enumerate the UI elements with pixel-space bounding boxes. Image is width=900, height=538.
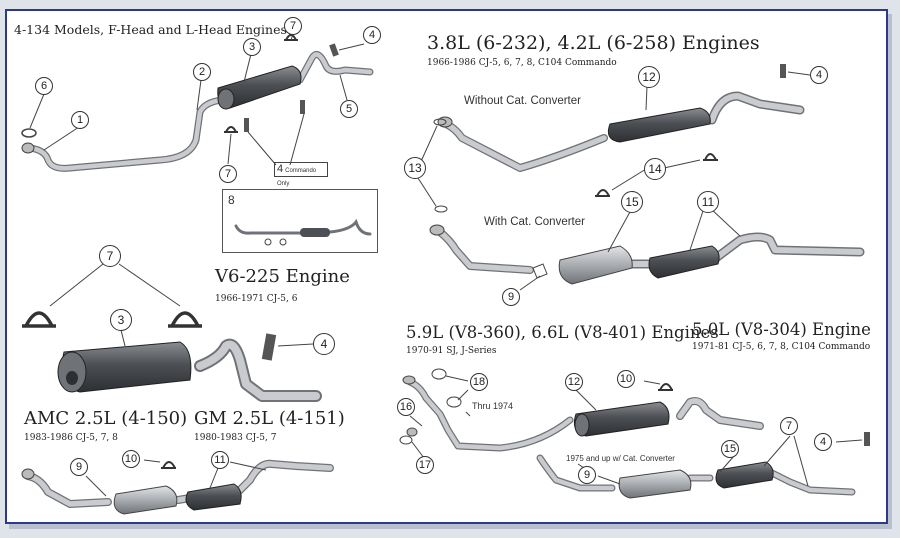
callout-s4-11: 11 <box>211 451 229 469</box>
thru-1974-label: Thru 1974 <box>472 401 514 411</box>
with-cat-label: With Cat. Converter <box>484 216 585 228</box>
s1-hanger-shape <box>329 43 339 57</box>
s4-leader-lines <box>85 459 267 497</box>
s4-flange <box>21 468 35 480</box>
s5-subtitle: 1980-1983 CJ-5, 7 <box>194 433 277 443</box>
s6-title: 5.9L (V8-360), 6.6L (V8-401) Engines <box>406 323 719 342</box>
s2-flange-top <box>437 116 453 128</box>
s6-muffler-top <box>573 401 670 437</box>
callout-s2-9: 9 <box>502 288 520 306</box>
s2-gasket-top <box>433 118 447 126</box>
box4-text: Commando Only <box>277 168 317 187</box>
s4-subtitle: 1983-1986 CJ-5, 7, 8 <box>24 433 118 443</box>
callout-s2-12: 12 <box>638 66 660 88</box>
s3-muffler-shape <box>57 341 192 393</box>
callout-s1-2: 2 <box>193 63 211 81</box>
s1-muffler-shape <box>217 65 302 110</box>
s2-title: 3.8L (6-232), 4.2L (6-258) Engines <box>427 32 760 54</box>
callout-s6-16: 16 <box>397 398 415 416</box>
s4-muffler-shape <box>185 483 242 511</box>
callout-s6-4: 4 <box>814 433 832 451</box>
callout-s3-4: 4 <box>313 333 335 355</box>
s6-clamp <box>658 383 673 391</box>
s1-gasket-shape <box>21 128 37 138</box>
s3-title: V6-225 Engine <box>215 266 350 287</box>
s5-title: GM 2.5L (4-151) <box>194 408 345 429</box>
s6-gasket17 <box>399 435 413 445</box>
callout-s1-4: 4 <box>363 26 381 44</box>
callout-s6-18: 18 <box>470 373 488 391</box>
s1-title: 4-134 Models, F-Head and L-Head Engines <box>14 22 287 37</box>
s2-subtitle: 1966-1986 CJ-5, 6, 7, 8, C104 Commando <box>427 58 617 68</box>
callout-s1-5: 5 <box>340 100 358 118</box>
s6-gasket18b <box>446 396 462 408</box>
s7-subtitle: 1971-81 CJ-5, 6, 7, 8, C104 Commando <box>692 342 871 352</box>
callout-s1-7b: 7 <box>219 165 237 183</box>
s7-title: 5.0L (V8-304) Engine <box>692 320 871 339</box>
s3-clamp-left <box>22 311 56 328</box>
s2-muffler-top-shape <box>607 107 711 143</box>
s2-flange-bot <box>429 224 445 236</box>
callout-s2-13: 13 <box>404 157 426 179</box>
s2-muffler-bottom-shape <box>648 245 720 279</box>
s1-pipes <box>26 50 374 172</box>
s1-box8-mini <box>234 218 372 246</box>
s6-cat <box>618 469 692 499</box>
s2-hanger <box>780 64 786 78</box>
s3-clamp-right <box>168 311 202 328</box>
after-1975-label: 1975 and up w/ Cat. Converter <box>566 454 675 463</box>
s6-muffler-bot <box>715 461 774 489</box>
s1-hanger3-shape <box>244 118 249 132</box>
callout-s2-14: 14 <box>644 158 666 180</box>
s1-hanger2-shape <box>300 100 305 114</box>
without-cat-label: Without Cat. Converter <box>464 95 581 107</box>
s2-clamp-a <box>703 153 718 161</box>
callout-s6-15: 15 <box>721 440 739 458</box>
s6-leader-lines <box>409 375 863 487</box>
callout-s6-12: 12 <box>565 373 583 391</box>
callout-s2-15: 15 <box>621 191 643 213</box>
s2-cat-shape <box>558 245 633 285</box>
callout-s2-11: 11 <box>697 191 719 213</box>
s2-gasket9 <box>532 263 548 279</box>
s6-subtitle: 1970-91 SJ, J-Series <box>406 346 497 356</box>
callout-s6-17: 17 <box>416 456 434 474</box>
s3-subtitle: 1966-1971 CJ-5, 6 <box>215 294 298 304</box>
callout-s1-7a: 7 <box>284 17 302 35</box>
s2-leader-lines <box>417 71 811 291</box>
s2-clamp-b <box>595 189 610 197</box>
s4-clamp <box>161 461 176 469</box>
s6-hanger <box>864 432 870 446</box>
box8-inset: 8 <box>222 189 378 253</box>
callout-s2-4: 4 <box>810 66 828 84</box>
box8-number: 8 <box>228 193 235 207</box>
s3-pipes <box>194 338 322 402</box>
s6-gasket18a <box>431 368 447 380</box>
callout-s1-6: 6 <box>35 77 53 95</box>
s4-cat-shape <box>113 485 178 515</box>
callout-s6-9: 9 <box>578 466 596 484</box>
s1-leader-lines <box>29 33 365 166</box>
callout-s3-3: 3 <box>110 309 132 331</box>
callout-s4-9: 9 <box>70 458 88 476</box>
s2-gasket-bot <box>434 205 448 213</box>
callout-s1-1: 1 <box>71 111 89 129</box>
s3-hanger <box>261 333 277 361</box>
s6-pipes <box>406 378 856 496</box>
callout-s6-10: 10 <box>617 370 635 388</box>
callout-s1-3: 3 <box>243 38 261 56</box>
callout-s4-10: 10 <box>122 450 140 468</box>
callout-s3-7: 7 <box>99 245 121 267</box>
callout-s6-7: 7 <box>780 417 798 435</box>
s1-clamp-bottom-shape <box>224 126 238 133</box>
box4-number: 4 <box>277 163 284 175</box>
s3-leader-lines <box>49 263 314 347</box>
s2-pipes <box>436 91 865 274</box>
s4-title: AMC 2.5L (4-150) <box>24 408 188 429</box>
s1-flange-shape <box>21 142 35 154</box>
